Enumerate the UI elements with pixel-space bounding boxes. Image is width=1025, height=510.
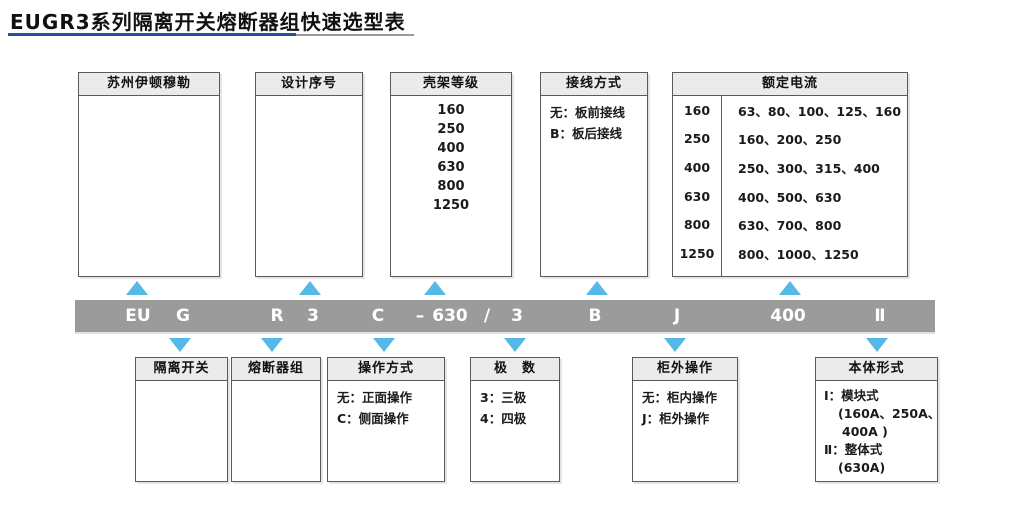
title-underline-blue: [8, 33, 296, 36]
rated-current-row: 160 63、80、100、125、160: [673, 96, 907, 125]
rated-current-divider: [721, 96, 722, 276]
box-isolation-switch: 隔离开关: [135, 357, 228, 482]
box-pole-count-title: 极 数: [471, 358, 559, 381]
code-segment-r: R: [270, 306, 284, 326]
box-frame-level-body: 160 250 400 630 800 1250: [391, 96, 511, 276]
box-design-number: 设计序号: [255, 72, 363, 277]
model-code-bar: EU G R 3 C – 630 / 3 B J 400 Ⅱ: [75, 300, 935, 332]
box-cabinet-operation: 柜外操作 无：柜内操作 J：柜外操作: [632, 357, 738, 482]
code-segment-slash: /: [483, 306, 491, 326]
rated-current-row: 1250 800、1000、1250: [673, 239, 907, 268]
code-segment-j: J: [673, 306, 681, 326]
box-brand-body: [79, 96, 219, 276]
box-fuse-group-body: [232, 381, 320, 481]
box-body-form-title: 本体形式: [816, 358, 937, 381]
cabinet-option: J：柜外操作: [642, 411, 710, 426]
body-form-line: Ⅱ：整体式: [824, 442, 883, 457]
down-arrow-icon: [373, 338, 395, 352]
box-operation-mode: 操作方式 无：正面操作 C：侧面操作: [327, 357, 445, 482]
box-frame-level: 壳架等级 160 250 400 630 800 1250: [390, 72, 512, 277]
code-segment-b: B: [588, 306, 602, 326]
body-form-line: 400A ): [842, 424, 888, 439]
up-arrow-icon: [779, 281, 801, 295]
up-arrow-icon: [126, 281, 148, 295]
code-segment-3: 3: [307, 306, 319, 326]
box-wiring-mode-title: 接线方式: [541, 73, 647, 96]
rated-current-row: 400 250、300、315、400: [673, 153, 907, 182]
down-arrow-icon: [169, 338, 191, 352]
up-arrow-icon: [299, 281, 321, 295]
box-pole-count: 极 数 3：三极 4：四极: [470, 357, 560, 482]
body-form-line: (630A): [838, 460, 886, 475]
box-operation-mode-title: 操作方式: [328, 358, 444, 381]
box-isolation-switch-body: [136, 381, 227, 481]
rated-current-values: 63、80、100、125、160: [738, 103, 902, 119]
code-segment-c: C: [371, 306, 385, 326]
rated-current-frame: 800: [683, 217, 711, 233]
code-segment-poles: 3: [511, 306, 523, 326]
box-body-form: 本体形式 Ⅰ：模块式 (160A、250A、 400A ) Ⅱ：整体式 (630…: [815, 357, 941, 482]
cabinet-option: 无：柜内操作: [642, 390, 718, 405]
box-wiring-mode-body: 无：板前接线 B：板后接线: [541, 96, 647, 276]
box-fuse-group-title: 熔断器组: [232, 358, 320, 381]
box-rated-current-body: 160 63、80、100、125、160 250 160、200、250 40…: [673, 96, 907, 276]
box-body-form-body: Ⅰ：模块式 (160A、250A、 400A ) Ⅱ：整体式 (630A): [816, 381, 941, 481]
code-segment-dash: –: [415, 306, 425, 326]
frame-value: 800: [437, 179, 465, 194]
frame-value: 250: [437, 122, 465, 137]
rated-current-frame: 400: [683, 159, 711, 175]
rated-current-values: 160、200、250: [738, 132, 842, 148]
code-segment-400: 400: [770, 306, 806, 326]
pole-option: 4：四极: [480, 411, 527, 426]
down-arrow-icon: [261, 338, 283, 352]
box-brand-title: 苏州伊顿穆勒: [79, 73, 219, 96]
box-rated-current-title: 额定电流: [673, 73, 907, 96]
rated-current-values: 250、300、315、400: [738, 160, 880, 176]
box-fuse-group: 熔断器组: [231, 357, 321, 482]
box-operation-mode-body: 无：正面操作 C：侧面操作: [328, 381, 444, 481]
box-cabinet-operation-title: 柜外操作: [633, 358, 737, 381]
frame-value: 630: [437, 160, 465, 175]
box-frame-level-title: 壳架等级: [391, 73, 511, 96]
rated-current-row: 800 630、700、800: [673, 210, 907, 239]
rated-current-values: 800、1000、1250: [738, 246, 859, 262]
up-arrow-icon: [424, 281, 446, 295]
box-isolation-switch-title: 隔离开关: [136, 358, 227, 381]
rated-current-frame: 630: [683, 188, 711, 204]
rated-current-frame: 160: [683, 102, 711, 118]
frame-value: 400: [437, 141, 465, 156]
body-form-line: Ⅰ：模块式: [824, 388, 879, 403]
down-arrow-icon: [504, 338, 526, 352]
operation-option: 无：正面操作: [337, 390, 413, 405]
body-form-line: (160A、250A、: [838, 406, 941, 421]
frame-value: 160: [437, 103, 465, 118]
box-design-number-body: [256, 96, 362, 276]
rated-current-frame: 1250: [679, 245, 715, 261]
code-segment-eu: EU: [125, 306, 151, 326]
code-segment-ii: Ⅱ: [874, 306, 886, 326]
wiring-option: B：板后接线: [550, 126, 623, 141]
rated-current-values: 630、700、800: [738, 218, 842, 234]
rated-current-row: 630 400、500、630: [673, 182, 907, 211]
up-arrow-icon: [586, 281, 608, 295]
pole-option: 3：三极: [480, 390, 527, 405]
down-arrow-icon: [866, 338, 888, 352]
code-segment-630: 630: [432, 306, 468, 326]
rated-current-values: 400、500、630: [738, 189, 842, 205]
box-design-number-title: 设计序号: [256, 73, 362, 96]
title-underline-gray: [296, 34, 414, 36]
rated-current-frame: 250: [683, 131, 711, 147]
box-brand: 苏州伊顿穆勒: [78, 72, 220, 277]
operation-option: C：侧面操作: [337, 411, 409, 426]
rated-current-row: 250 160、200、250: [673, 125, 907, 154]
page-title: EUGR3系列隔离开关熔断器组快速选型表: [10, 10, 406, 34]
box-wiring-mode: 接线方式 无：板前接线 B：板后接线: [540, 72, 648, 277]
wiring-option: 无：板前接线: [550, 105, 626, 120]
box-rated-current: 额定电流 160 63、80、100、125、160 250 160、200、2…: [672, 72, 908, 277]
box-pole-count-body: 3：三极 4：四极: [471, 381, 559, 481]
down-arrow-icon: [664, 338, 686, 352]
frame-value: 1250: [432, 198, 470, 213]
code-segment-g: G: [176, 306, 190, 326]
box-cabinet-operation-body: 无：柜内操作 J：柜外操作: [633, 381, 737, 481]
